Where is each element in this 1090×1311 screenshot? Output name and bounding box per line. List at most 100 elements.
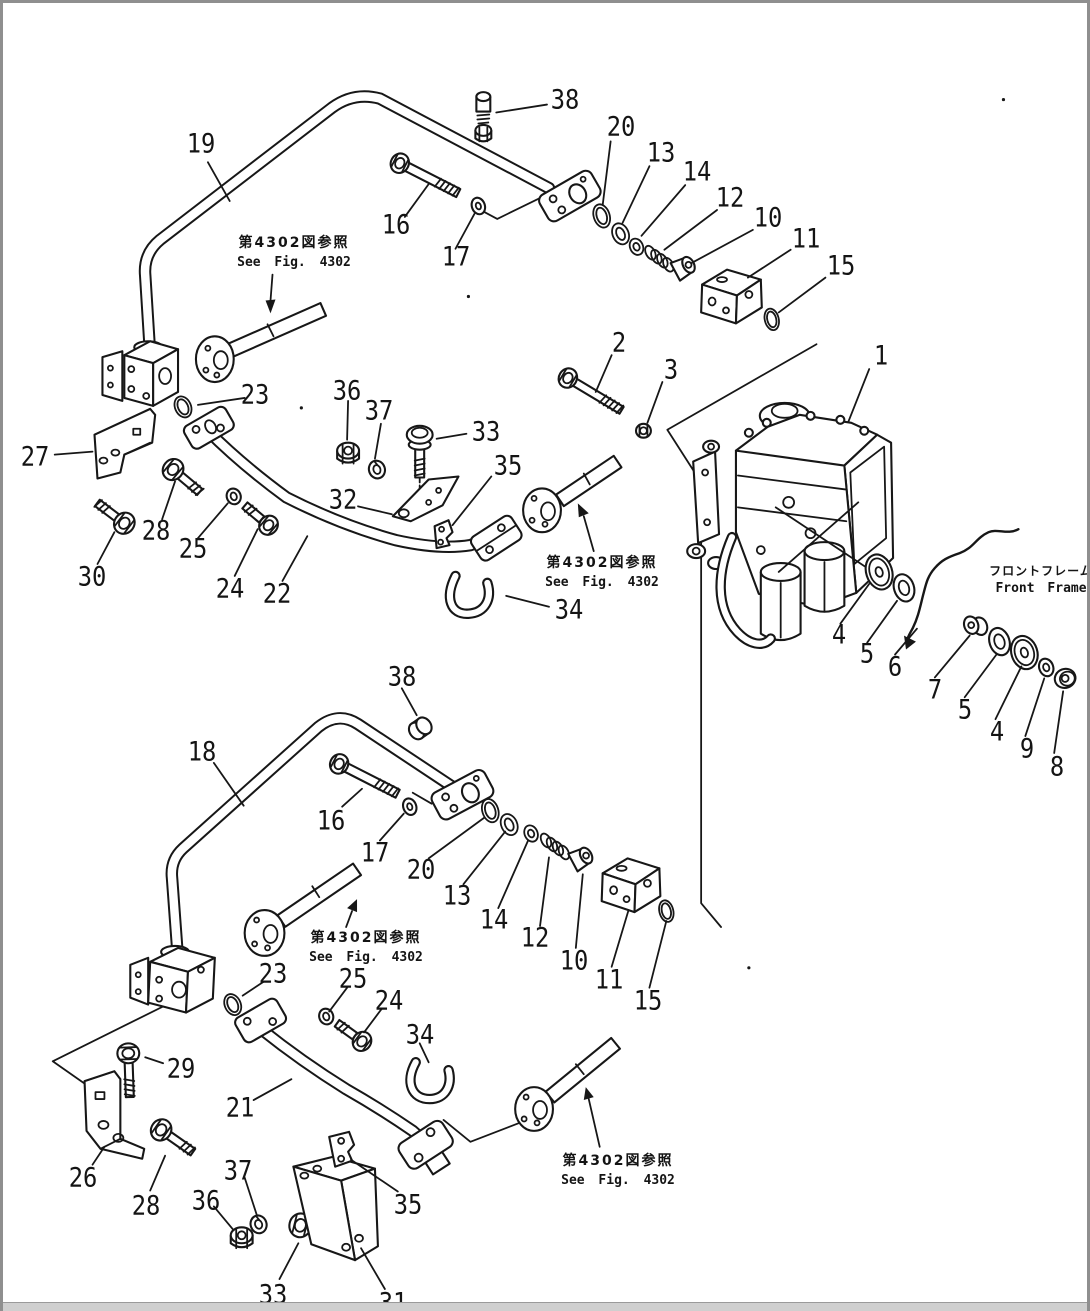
part-callout-20: 20 — [406, 854, 436, 886]
o-ring-20-top — [592, 203, 611, 229]
o-ring-20-bottom — [480, 798, 500, 824]
washer-5-right — [988, 626, 1011, 657]
bracket-27 — [93, 407, 157, 480]
spring-12-top — [644, 244, 675, 273]
part-callout-11: 11 — [791, 223, 821, 255]
flange-pipe-21-left — [234, 997, 288, 1044]
part-callout-15: 15 — [633, 985, 663, 1017]
bolt-29 — [116, 1042, 141, 1099]
ref-rod-top — [194, 302, 328, 384]
reference-arrows — [265, 97, 1006, 1148]
part-callout-16: 16 — [381, 209, 411, 241]
part-callout-35: 35 — [393, 1189, 423, 1221]
fitting-10-top — [669, 255, 696, 282]
see-fig-reference-4-en-text: See Fig. 4302 — [561, 1172, 675, 1188]
flange-pipe-19 — [538, 169, 602, 223]
part-callout-6: 6 — [887, 651, 903, 683]
part-callout-25: 25 — [338, 963, 368, 995]
part-callout-11: 11 — [594, 964, 624, 996]
diagram-line-art: .ln{fill:none;stroke:#171717;stroke-widt… — [51, 90, 1077, 1290]
see-fig-reference-2: 第4302図参照 See Fig. 4302 — [545, 554, 659, 592]
part-callout-21: 21 — [225, 1092, 255, 1124]
part-callout-13: 13 — [646, 137, 676, 169]
front-frame-annotation-jp-text: フロントフレーム — [989, 564, 1090, 578]
clip-35-bottom — [328, 1130, 356, 1168]
hose-34-top — [444, 570, 495, 619]
part-callout-36: 36 — [332, 375, 362, 407]
part-callout-7: 7 — [927, 674, 943, 706]
o-ring-15-top — [763, 307, 780, 332]
washer-17-bottom — [401, 797, 418, 816]
nut-36-bottom — [229, 1226, 254, 1250]
part-callout-16: 16 — [316, 805, 346, 837]
nut-8 — [1053, 667, 1077, 689]
washer-37-top — [367, 459, 387, 480]
bracket-31 — [292, 1155, 379, 1262]
flange-pipe-22-left — [182, 405, 235, 450]
pipe-18 — [165, 712, 462, 967]
part-callout-2: 2 — [611, 327, 627, 359]
part-callout-28: 28 — [141, 515, 171, 547]
ring-9 — [1037, 657, 1055, 678]
part-callout-38: 38 — [550, 84, 580, 116]
part-callout-17: 17 — [360, 837, 390, 869]
ref-rod-bottom-right — [514, 1036, 622, 1132]
part-callout-14: 14 — [479, 904, 509, 936]
pipe-19 — [138, 90, 556, 362]
see-fig-reference-3-en-text: See Fig. 4302 — [309, 949, 423, 965]
see-fig-reference-2-jp-text: 第4302図参照 — [546, 555, 658, 571]
part-callout-32: 32 — [328, 484, 358, 516]
washer-25-bottom — [318, 1007, 335, 1026]
o-ring-15-bottom — [658, 899, 675, 923]
bolt-16-top — [389, 152, 462, 199]
part-callout-23: 23 — [258, 958, 288, 990]
elbow-block-bottom — [129, 944, 216, 1014]
block-11-top — [700, 268, 763, 325]
see-fig-reference-3-jp-text: 第4302図参照 — [310, 930, 422, 946]
bolt-33-top — [405, 424, 434, 507]
part-callout-30: 30 — [77, 561, 107, 593]
part-callout-24: 24 — [215, 573, 245, 605]
part-callout-1: 1 — [873, 340, 889, 372]
bolt-24-bottom — [333, 1018, 373, 1053]
flange-pipe-22-right — [469, 514, 523, 562]
ref-rod-center — [522, 454, 623, 534]
part-callout-19: 19 — [186, 128, 216, 160]
part-callout-22: 22 — [262, 578, 292, 610]
part-callout-12: 12 — [715, 182, 745, 214]
elbow-block-top — [101, 340, 180, 407]
clip-35-top — [433, 519, 454, 550]
washer-5-left — [892, 573, 916, 603]
part-callout-34: 34 — [405, 1019, 435, 1051]
fitting-38-top — [474, 91, 493, 143]
part-callout-29: 29 — [166, 1053, 196, 1085]
part-callout-27: 27 — [20, 441, 50, 473]
pipe-21 — [255, 1023, 428, 1146]
part-callout-18: 18 — [187, 736, 217, 768]
leader-lines — [53, 103, 1065, 1290]
see-fig-reference-2-en-text: See Fig. 4302 — [545, 574, 659, 590]
bolt-24-top — [241, 501, 279, 536]
washer-17-top — [470, 196, 487, 216]
bolt-2 — [557, 367, 625, 415]
o-ring-23-bottom — [223, 993, 243, 1016]
nut-3 — [634, 422, 652, 439]
part-callout-23: 23 — [240, 379, 270, 411]
fitting-10-bottom — [567, 846, 594, 873]
flange-pipe-18 — [430, 768, 495, 821]
block-11-bottom — [600, 857, 662, 914]
part-callout-25: 25 — [178, 533, 208, 565]
part-callout-5: 5 — [957, 694, 973, 726]
part-callout-15: 15 — [826, 250, 856, 282]
part-callout-20: 20 — [606, 111, 636, 143]
washer-14-top — [628, 237, 645, 256]
hose-34-bottom — [405, 1057, 455, 1105]
part-callout-33: 33 — [471, 416, 501, 448]
bolt-30 — [93, 498, 136, 535]
washer-4-left — [864, 553, 894, 591]
see-fig-reference-3: 第4302図参照 See Fig. 4302 — [309, 929, 423, 967]
page-bottom-edge — [3, 1302, 1087, 1311]
